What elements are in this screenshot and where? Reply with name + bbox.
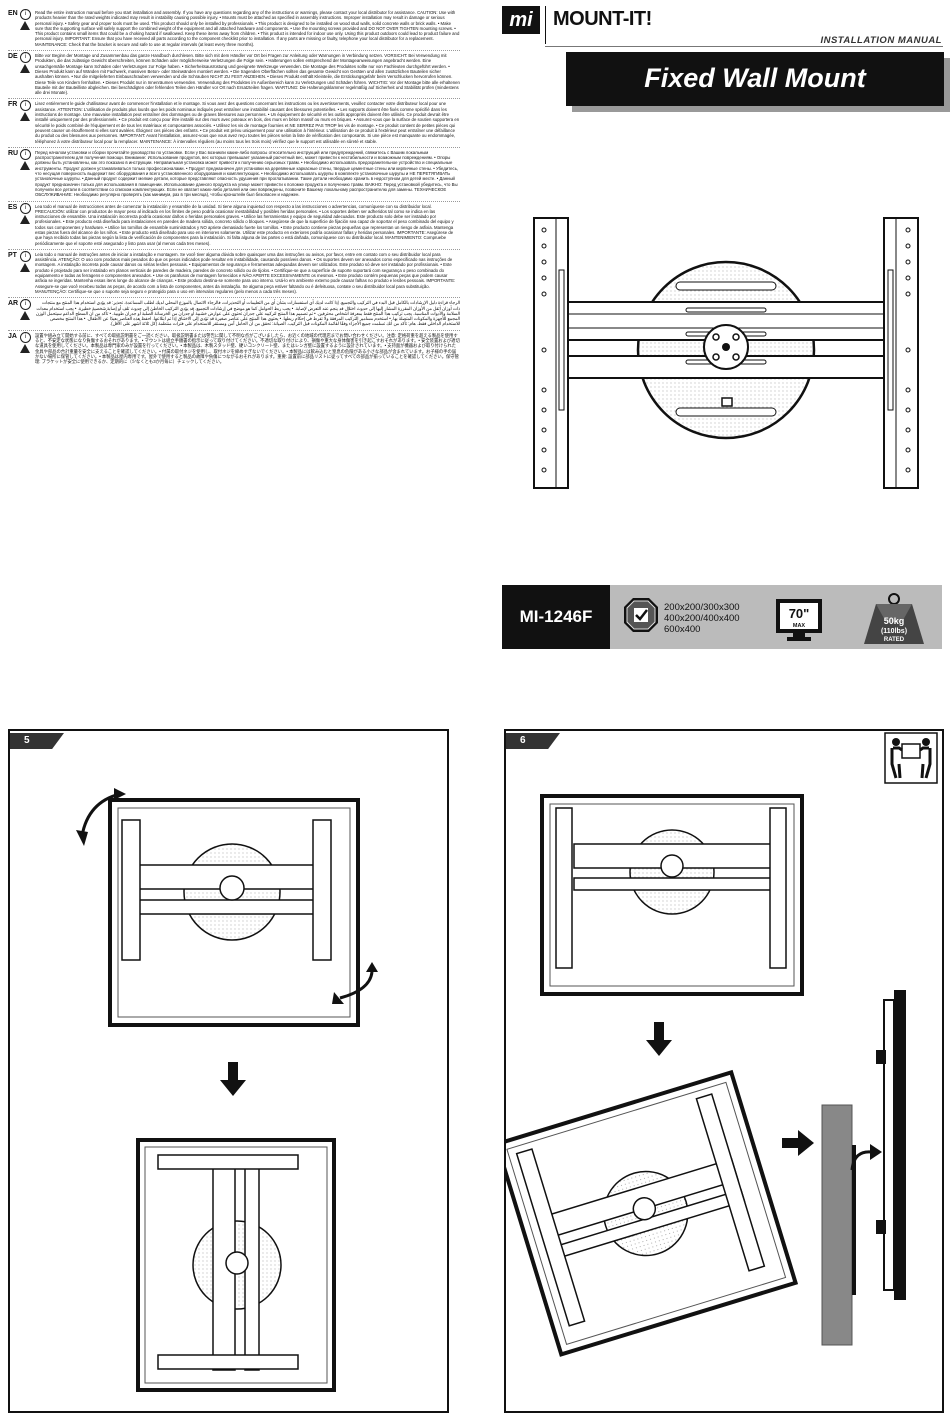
- read-manual-icon: i: [20, 250, 31, 262]
- tv-size-max: MAX: [793, 623, 806, 629]
- read-manual-icon: i: [20, 9, 31, 20]
- warning-text: الرجاء قراءة دليل الإرشادات بالكامل قبل …: [35, 300, 460, 327]
- tv-size-value: 70": [789, 606, 810, 621]
- warning-triangle-icon: [20, 21, 30, 30]
- manual-label: INSTALLATION MANUAL: [820, 35, 942, 46]
- language-code: EN: [8, 10, 18, 17]
- tv-size-icon: 70" MAX: [776, 599, 822, 641]
- language-code: ES: [8, 203, 18, 211]
- brand-logo: mi: [502, 6, 540, 34]
- warning-text: 設置や組み立て開始する前に、すべての取扱説明書をご一読ください。取扱説明書または…: [35, 332, 460, 365]
- brand-name: MOUNT-IT!: [553, 8, 652, 30]
- warning-text: Leia todo o manual de instruções antes d…: [35, 251, 456, 294]
- warning-triangle-icon: [20, 311, 30, 321]
- weight-kg: 50kg: [884, 616, 905, 626]
- language-code: RU: [8, 149, 19, 157]
- read-manual-icon: i: [20, 100, 31, 112]
- language-code: JA: [8, 332, 17, 340]
- title-bar: [566, 52, 944, 106]
- step-6-diagram: [506, 794, 906, 1357]
- language-code: FR: [8, 101, 18, 109]
- warning-triangle-icon: [20, 160, 30, 170]
- warning-triangle-icon: [20, 112, 30, 122]
- model-number: MI-1246F: [502, 585, 610, 649]
- language-code: DE: [8, 53, 18, 61]
- vesa-icon: [624, 598, 658, 632]
- warning-text: Read the entire instruction manual befor…: [35, 10, 460, 47]
- warning-text: Bitte vor Beginn der Montage und Zusamme…: [35, 53, 460, 96]
- warning-triangle-icon: [20, 343, 30, 353]
- read-manual-icon: i: [20, 331, 31, 343]
- warning-text: Lisez entièrement le guide d'utilisateur…: [35, 101, 460, 144]
- step-6-number: 6: [506, 733, 560, 749]
- warning-triangle-icon: [20, 214, 30, 224]
- page-title: Fixed Wall Mount: [644, 63, 866, 93]
- step-6-panel: [504, 729, 944, 1413]
- warning-triangle-icon: [20, 262, 30, 272]
- right-vertical-arm: [883, 217, 919, 489]
- warning-triangle-icon: [20, 64, 30, 74]
- step-5-panel: [8, 729, 449, 1413]
- read-manual-icon: i: [20, 299, 31, 311]
- weight-lbs: (110lbs): [881, 628, 907, 635]
- read-manual-icon: i: [20, 202, 31, 214]
- two-person-icon: [884, 732, 938, 784]
- header-rule: [545, 46, 943, 47]
- bracket-diagram: [533, 217, 919, 489]
- warning-text: Lea todo el manual de instrucciones ante…: [35, 203, 454, 246]
- logo-divider: [545, 6, 546, 44]
- step-5-diagram: [76, 788, 378, 1392]
- tv-side-view: [883, 999, 895, 1291]
- step-5-number: 5: [10, 733, 64, 749]
- weight-icon: 50kg (110lbs) RATED: [864, 593, 924, 644]
- vesa-patterns: 200x200/300x300 400x200/400x400 600x400: [664, 602, 740, 635]
- warning-text: Перед началом установки и сборки прочита…: [35, 149, 459, 198]
- read-manual-icon: i: [20, 52, 31, 64]
- wall: [821, 1104, 853, 1346]
- language-code: PT: [8, 251, 17, 259]
- language-code: AR: [8, 300, 19, 308]
- read-manual-icon: i: [20, 148, 31, 160]
- weight-rated: RATED: [884, 637, 905, 643]
